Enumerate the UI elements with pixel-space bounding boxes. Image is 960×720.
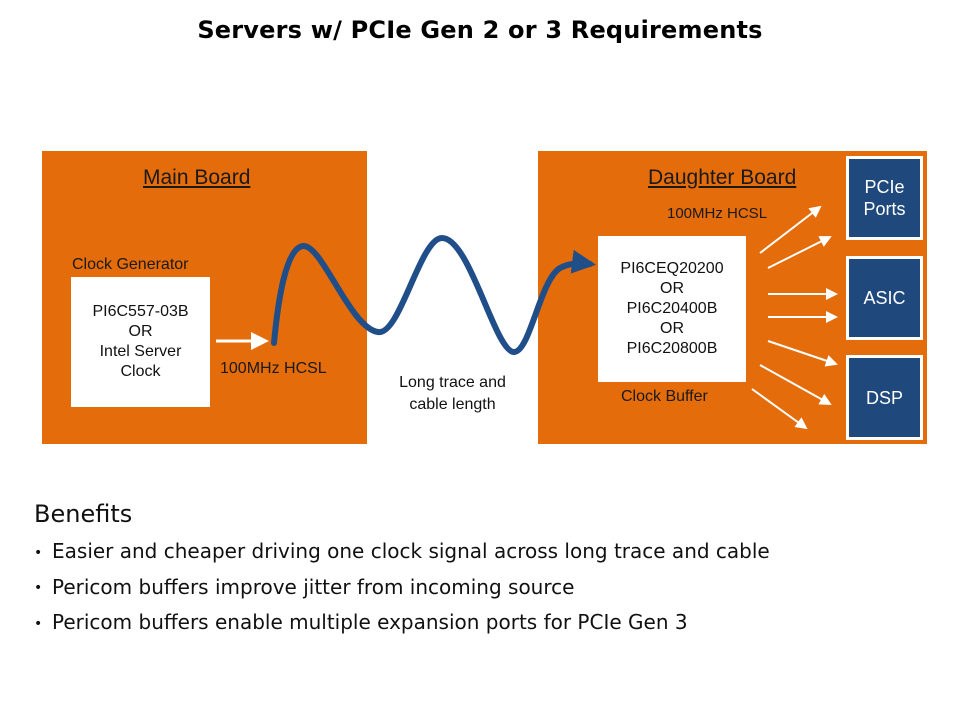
daughter-board-title: Daughter Board [648, 166, 797, 189]
clock-buffer-line: PI6C20400B [626, 300, 718, 317]
benefits-title: Benefits [34, 500, 133, 528]
clock-buffer-line: PI6C20800B [626, 340, 718, 357]
target-label: DSP [865, 387, 903, 408]
target-asic: ASIC [846, 256, 923, 340]
channel-label-line: cable length [409, 396, 496, 413]
clock-generator-line: OR [128, 323, 153, 340]
clock-generator-box: PI6C557-03B OR Intel Server Clock [71, 277, 210, 407]
target-label: Ports [863, 199, 906, 219]
target-label: ASIC [863, 288, 906, 308]
benefit-item: • Pericom buffers enable multiple expansi… [34, 605, 770, 641]
clock-buffer-label: Clock Buffer [621, 388, 708, 405]
clock-buffer-line: PI6CEQ20200 [620, 260, 724, 277]
benefit-text: Pericom buffers improve jitter from inco… [52, 574, 575, 599]
clock-generator-line: Intel Server [99, 343, 182, 360]
slide-title: Servers w/ PCIe Gen 2 or 3 Requirements [197, 16, 763, 44]
channel-label-line: Long trace and [399, 374, 506, 391]
target-dsp: DSP [846, 355, 923, 440]
clock-generator-label: Clock Generator [72, 256, 189, 273]
clock-buffer-box: PI6CEQ20200 OR PI6C20400B OR PI6C20800B [598, 236, 746, 382]
clock-buffer-line: OR [660, 320, 684, 337]
main-output-label: 100MHz HCSL [220, 360, 327, 377]
bullet-icon: • [34, 544, 43, 561]
benefit-item: • Pericom buffers improve jitter from inc… [34, 570, 770, 606]
bullet-icon: • [34, 580, 43, 596]
target-label: PCIe [864, 177, 905, 197]
bullet-icon: • [34, 615, 43, 632]
clock-generator-line: Clock [120, 363, 161, 380]
benefit-text: Easier and cheaper driving one clock sig… [52, 539, 770, 563]
target-pcie-ports: PCIe Ports [846, 156, 923, 240]
channel-label: Long trace and cable length [380, 372, 525, 416]
clock-generator-line: PI6C557-03B [92, 303, 189, 320]
main-board-title: Main Board [143, 166, 251, 189]
benefit-text: Pericom buffers enable multiple expansio… [52, 610, 688, 634]
benefit-item: • Easier and cheaper driving one clock si… [34, 534, 770, 570]
clock-buffer-line: OR [660, 280, 684, 297]
daughter-output-label: 100MHz HCSL [667, 205, 768, 222]
benefits-section: Benefits • Easier and cheaper driving one… [34, 500, 770, 641]
